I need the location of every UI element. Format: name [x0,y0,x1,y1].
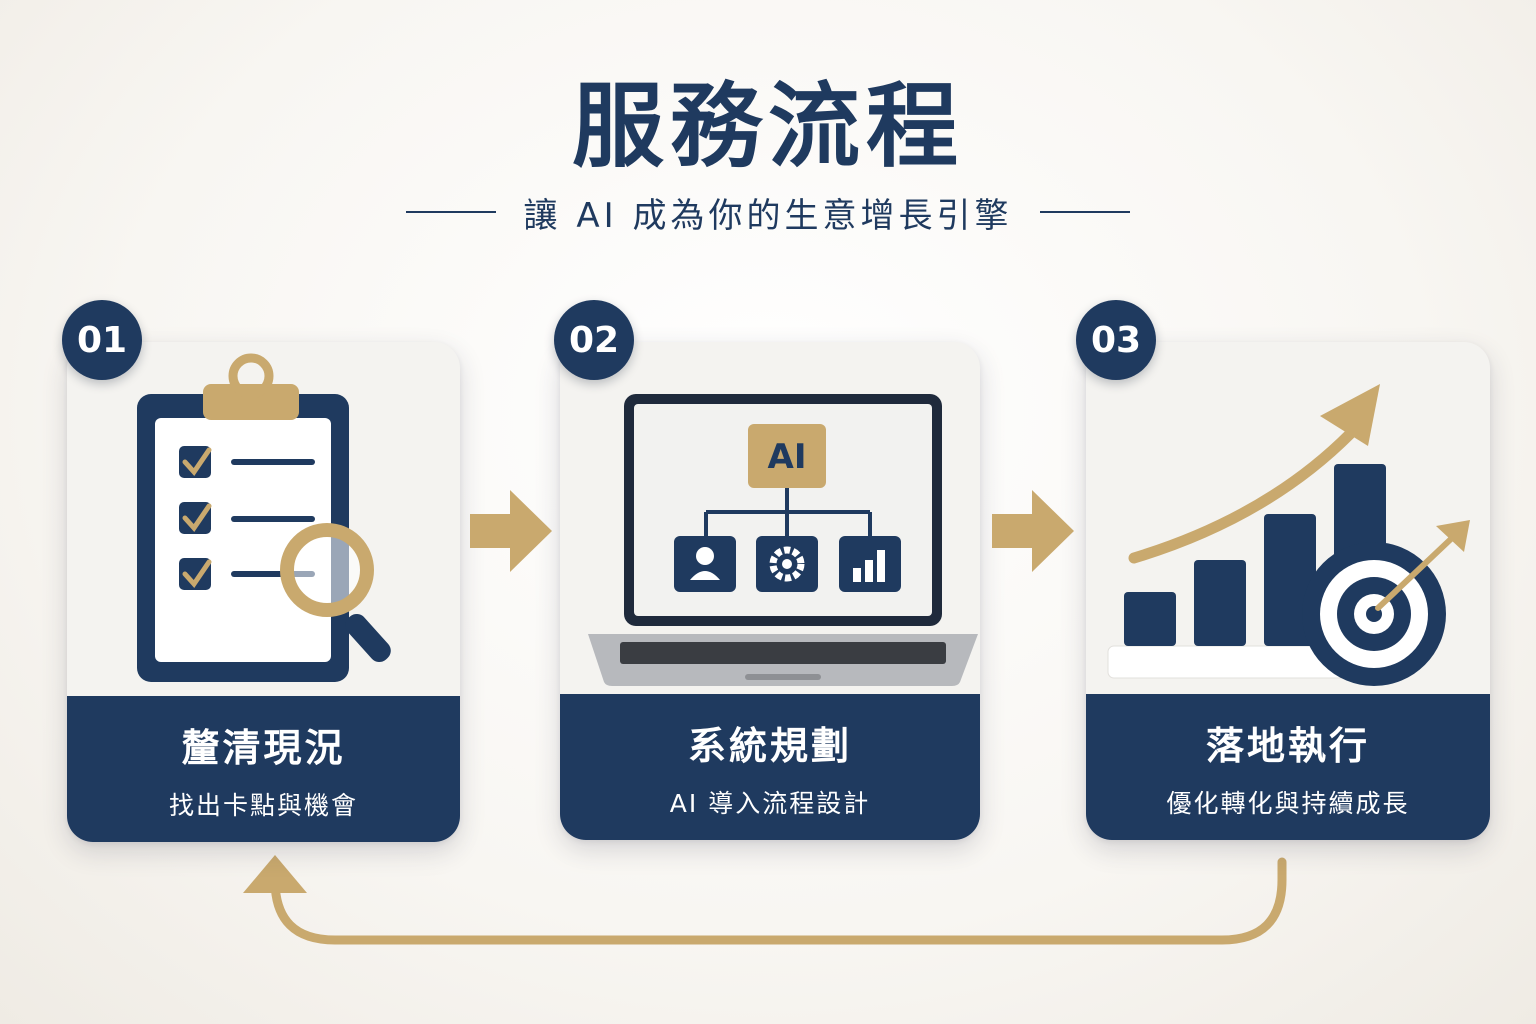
arrow-right-icon [470,490,552,572]
step-badge-1: 01 [62,300,142,380]
growth-chart-target-icon [1107,384,1470,686]
step-badge-3: 03 [1076,300,1156,380]
step-card-1: 釐清現況 找出卡點與機會 [67,342,460,842]
page-title: 服務流程 [571,73,964,180]
laptop-ai-flow-icon: AI [588,394,978,686]
step-title: 落地執行 [1205,723,1370,768]
step-card-3-footer: 落地執行 優化轉化與持續成長 [1086,694,1490,840]
step-card-2-footer: 系統規劃 AI 導入流程設計 [560,694,980,840]
arrow-right-icon [992,490,1074,572]
step-title: 釐清現況 [181,725,346,770]
step-subtitle: 優化轉化與持續成長 [1166,788,1410,818]
step-card-1-footer: 釐清現況 找出卡點與機會 [67,696,460,842]
clipboard-magnifier-icon [137,353,391,682]
step-card-3: 落地執行 優化轉化與持續成長 [1086,342,1490,840]
step-subtitle: AI 導入流程設計 [669,788,871,818]
page-subtitle: 讓 AI 成為你的生意增長引擎 [523,195,1013,236]
step-title: 系統規劃 [687,723,852,768]
subtitle-row: 讓 AI 成為你的生意增長引擎 [0,190,1536,236]
subtitle-rule-left [405,211,496,213]
subtitle-rule-right [1040,211,1131,213]
step-subtitle: 找出卡點與機會 [168,790,358,820]
ai-screen-label: AI [768,437,807,477]
step-badge-2: 02 [554,300,634,380]
step-card-2: AI 系統規劃 AI 導入流程設計 [560,342,980,840]
